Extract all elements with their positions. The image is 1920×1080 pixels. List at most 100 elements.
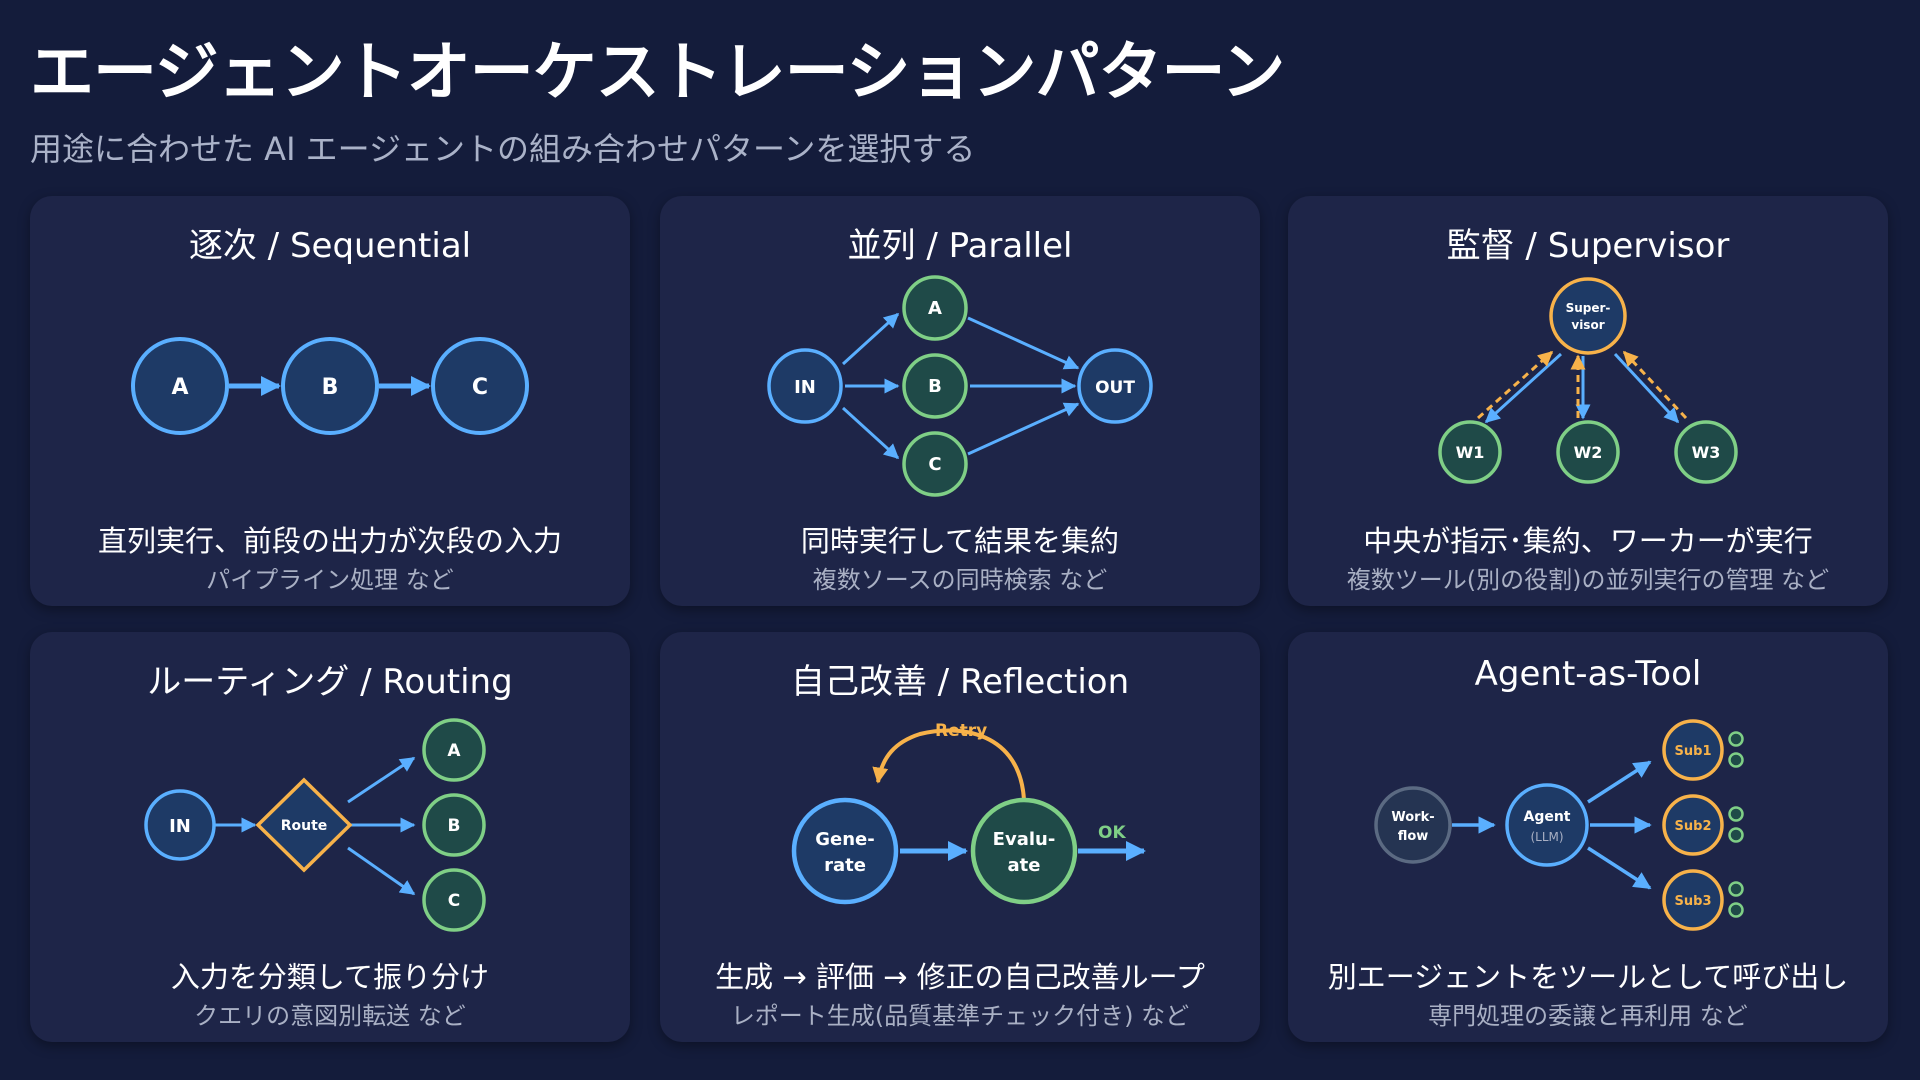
supervisor-diagram: Super- visor W1 W2 W3 bbox=[1438, 277, 1738, 484]
tool-dot bbox=[1728, 731, 1744, 747]
node-sub3-label: Sub3 bbox=[1675, 894, 1712, 909]
card-example: 複数ツール(別の役割)の並列実行の管理 など bbox=[1346, 566, 1830, 594]
card-supervisor: 監督 / Supervisor Super- visor W1 W2 W3 中央… bbox=[1288, 196, 1888, 606]
node-in bbox=[144, 789, 216, 861]
node-in-label: IN bbox=[794, 377, 816, 398]
card-example: パイプライン処理 など bbox=[206, 566, 454, 594]
node-workflow-label-1: Work- bbox=[1391, 810, 1434, 825]
arrow-agent-sub1 bbox=[1587, 760, 1652, 804]
card-description: 直列実行、前段の出力が次段の入力 bbox=[97, 524, 562, 558]
card-example: 専門処理の委譲と再利用 など bbox=[1428, 1002, 1748, 1030]
node-c bbox=[422, 868, 486, 932]
node-sub1 bbox=[1662, 719, 1724, 781]
card-sequential: 逐次 / Sequential A B C 直列実行、前段の出力が次段の入力 パ… bbox=[30, 196, 630, 606]
node-agent-label: Agent bbox=[1523, 809, 1570, 825]
node-route bbox=[255, 777, 353, 873]
arrow-agent-sub3 bbox=[1587, 846, 1652, 890]
arrow-route-c bbox=[347, 846, 416, 896]
node-generate bbox=[791, 797, 899, 905]
routing-diagram: IN Route A B C bbox=[144, 718, 486, 932]
node-generate-label-1: Gene- bbox=[815, 829, 874, 850]
node-c bbox=[902, 431, 968, 497]
reflection-diagram: Retry OK Gene- rate Evalu- ate bbox=[791, 721, 1146, 905]
card-description: 同時実行して結果を集約 bbox=[800, 524, 1120, 558]
card-description: 入力を分類して振り分け bbox=[170, 960, 490, 994]
node-supervisor-label-1: Super- bbox=[1566, 301, 1611, 315]
node-b bbox=[902, 353, 968, 419]
node-sub3 bbox=[1662, 869, 1724, 931]
node-route-label: Route bbox=[281, 818, 328, 834]
arrow-sup-w3 bbox=[1613, 352, 1680, 424]
node-w2 bbox=[1556, 420, 1620, 484]
node-w3 bbox=[1674, 420, 1738, 484]
card-parallel: 並列 / Parallel IN A B C OUT 同時実行して結果を集約 複… bbox=[660, 196, 1260, 606]
node-b-label: B bbox=[928, 376, 942, 397]
node-sub2 bbox=[1662, 794, 1724, 856]
node-sub2-label: Sub2 bbox=[1675, 819, 1712, 834]
tool-dot bbox=[1728, 881, 1744, 897]
node-agent bbox=[1505, 783, 1589, 867]
node-out bbox=[1077, 348, 1153, 424]
node-generate-label-2: rate bbox=[824, 855, 866, 876]
node-c bbox=[431, 337, 529, 435]
card-example: レポート生成(品質基準チェック付き) など bbox=[730, 1002, 1190, 1030]
node-c-label: C bbox=[472, 375, 488, 400]
node-a bbox=[902, 275, 968, 341]
retry-loop-arrow bbox=[872, 728, 1026, 801]
arrow-in-a bbox=[841, 312, 900, 366]
node-a-label: A bbox=[447, 741, 461, 761]
node-agent-sublabel: (LLM) bbox=[1530, 830, 1563, 844]
node-sub1-label: Sub1 bbox=[1675, 744, 1712, 759]
card-title: 監督 / Supervisor bbox=[1446, 226, 1730, 266]
arrow-w1-sup bbox=[1477, 350, 1554, 420]
agent-as-tool-diagram: Work- flow Agent (LLM) Sub1 Sub2 Sub3 bbox=[1374, 719, 1744, 931]
card-title: 逐次 / Sequential bbox=[188, 226, 472, 266]
node-out-label: OUT bbox=[1095, 378, 1135, 398]
card-routing: ルーティング / Routing IN Route A B C 入力を分類して振… bbox=[30, 632, 630, 1042]
node-supervisor bbox=[1549, 277, 1627, 355]
node-c-label: C bbox=[928, 454, 941, 475]
node-b-label: B bbox=[448, 816, 461, 836]
node-b bbox=[281, 337, 379, 435]
node-w2-label: W2 bbox=[1574, 443, 1603, 462]
node-evaluate bbox=[970, 797, 1078, 905]
node-c-label: C bbox=[448, 891, 460, 911]
card-description: 生成 → 評価 → 修正の自己改善ループ bbox=[715, 960, 1205, 994]
card-title: 自己改善 / Reflection bbox=[790, 662, 1130, 702]
card-agent-as-tool: Agent-as-Tool Work- flow Agent (LLM) Sub… bbox=[1288, 632, 1888, 1042]
node-w1-label: W1 bbox=[1456, 443, 1485, 462]
node-b-label: B bbox=[322, 375, 339, 400]
node-in-label: IN bbox=[169, 816, 191, 837]
card-title: ルーティング / Routing bbox=[147, 662, 513, 702]
page-subtitle: 用途に合わせた AI エージェントの組み合わせパターンを選択する bbox=[30, 130, 976, 168]
node-b bbox=[422, 793, 486, 857]
arrow-route-a bbox=[347, 756, 416, 804]
node-w1 bbox=[1438, 420, 1502, 484]
ok-label: OK bbox=[1098, 823, 1126, 843]
tool-dot bbox=[1728, 806, 1744, 822]
parallel-diagram: IN A B C OUT bbox=[767, 275, 1153, 497]
tool-dot bbox=[1728, 752, 1744, 768]
node-evaluate-label-1: Evalu- bbox=[993, 829, 1056, 850]
arrow-in-c bbox=[841, 406, 900, 460]
node-a bbox=[422, 718, 486, 782]
node-supervisor-label-2: visor bbox=[1571, 318, 1604, 332]
node-a-label: A bbox=[171, 375, 188, 400]
card-title: 並列 / Parallel bbox=[847, 226, 1073, 266]
node-workflow-label-2: flow bbox=[1398, 829, 1429, 844]
tool-dot bbox=[1728, 902, 1744, 918]
card-example: 複数ソースの同時検索 など bbox=[812, 566, 1108, 594]
node-in bbox=[767, 348, 843, 424]
card-description: 中央が指示･集約、ワーカーが実行 bbox=[1363, 524, 1813, 558]
node-workflow bbox=[1374, 786, 1452, 864]
arrow-sup-w1 bbox=[1484, 352, 1563, 424]
tool-dot bbox=[1728, 827, 1744, 843]
sequential-diagram: A B C bbox=[131, 337, 529, 435]
arrow-c-out bbox=[967, 402, 1080, 456]
node-a-label: A bbox=[928, 298, 942, 319]
card-reflection: 自己改善 / Reflection Retry OK Gene- rate Ev… bbox=[660, 632, 1260, 1042]
card-description: 別エージェントをツールとして呼び出し bbox=[1327, 960, 1849, 994]
arrow-w3-sup bbox=[1622, 350, 1688, 420]
card-title: Agent-as-Tool bbox=[1474, 654, 1702, 694]
card-example: クエリの意図別転送 など bbox=[194, 1002, 466, 1030]
